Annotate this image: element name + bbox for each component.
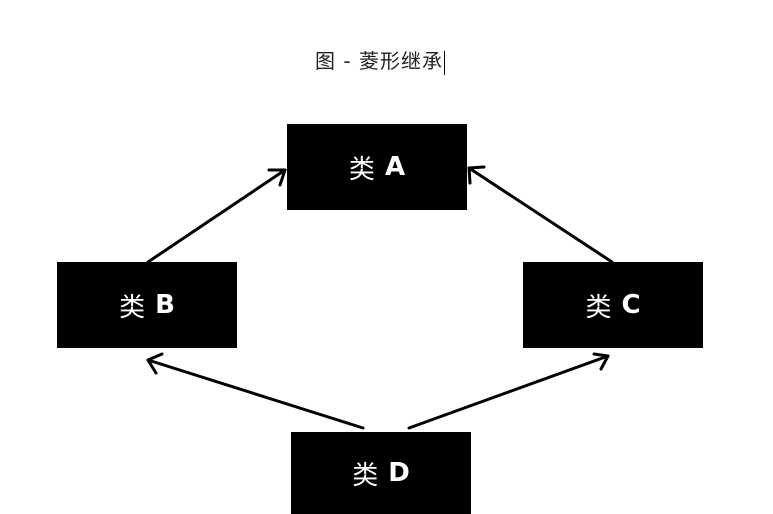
class-c-letter: C [621, 290, 641, 320]
arrow-c-to-a [467, 165, 614, 264]
class-d-prefix: 类 [352, 460, 379, 491]
arrow-d-to-b [146, 352, 365, 430]
class-b-node: 类 B [57, 262, 237, 348]
class-d-node: 类 D [291, 432, 471, 514]
class-d-letter: D [388, 458, 410, 488]
class-b-letter: B [155, 290, 175, 320]
class-a-letter: A [384, 152, 406, 182]
class-a-prefix: 类 [348, 154, 375, 185]
class-b-prefix: 类 [119, 292, 146, 323]
text-cursor [443, 50, 445, 75]
class-a-node: 类 A [287, 124, 467, 210]
class-c-prefix: 类 [585, 292, 612, 323]
diagram-title: 图 - 菱形继承 [0, 45, 760, 75]
arrow-b-to-a [146, 168, 287, 264]
diagram-title-text: 图 - 菱形继承 [315, 49, 443, 73]
arrow-d-to-c [407, 352, 610, 430]
class-c-node: 类 C [523, 262, 703, 348]
